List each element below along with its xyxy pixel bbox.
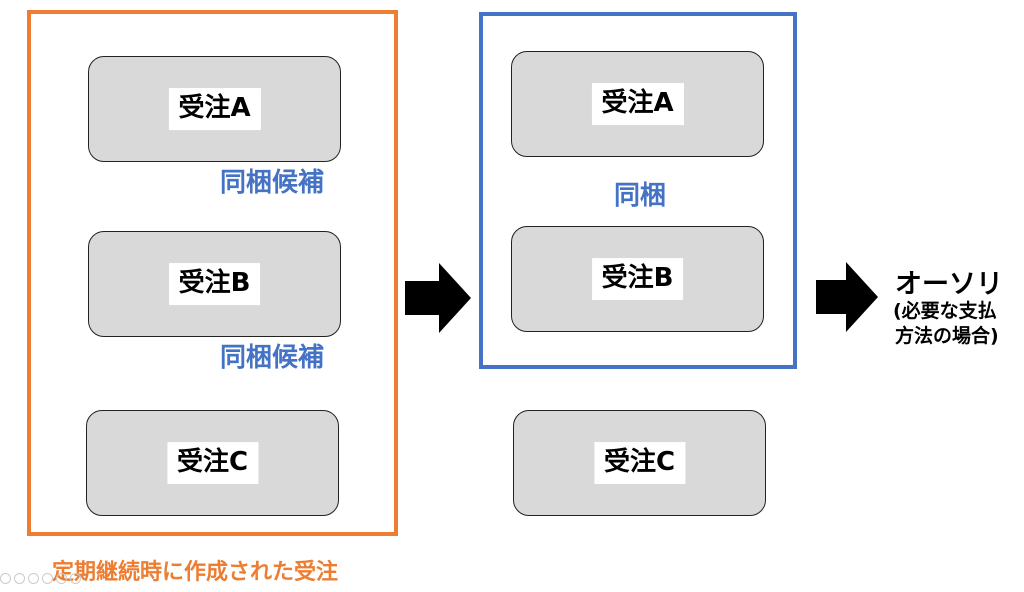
authorization-note-line1: (必要な支払	[893, 300, 997, 322]
order-a-box-mid: 受注A	[511, 51, 764, 157]
order-c-box-mid: 受注C	[513, 410, 766, 516]
order-a-label: 受注A	[168, 88, 261, 130]
order-b-box-mid: 受注B	[511, 226, 764, 332]
order-c-label: 受注C	[166, 442, 259, 484]
zoom-icon[interactable]	[42, 573, 53, 584]
order-b-box-left: 受注B	[88, 231, 341, 337]
bundle-candidate-label-2: 同梱候補	[220, 343, 325, 373]
bundled-group	[479, 12, 797, 369]
more-icon[interactable]	[70, 573, 81, 584]
right-arrow-icon	[816, 262, 878, 332]
renewal-orders-group	[27, 10, 398, 536]
right-arrow-icon	[405, 263, 471, 333]
order-a-box-left: 受注A	[88, 56, 341, 162]
order-b-label: 受注B	[591, 258, 684, 300]
slide-controls[interactable]	[0, 573, 81, 584]
bundled-label: 同梱	[614, 181, 667, 211]
pen-icon[interactable]	[28, 573, 39, 584]
order-a-label: 受注A	[591, 83, 684, 125]
authorization-note-line2: 方法の場合)	[895, 325, 999, 347]
authorization-title: オーソリ	[895, 269, 1003, 300]
group-caption: 定期継続時に作成された受注	[52, 560, 339, 585]
play-icon[interactable]	[14, 573, 25, 584]
grid-icon[interactable]	[56, 573, 67, 584]
bundle-candidate-label-1: 同梱候補	[220, 168, 325, 198]
prev-icon[interactable]	[0, 573, 11, 584]
order-b-label: 受注B	[168, 263, 261, 305]
order-c-box-left: 受注C	[86, 410, 339, 516]
order-c-label: 受注C	[593, 442, 686, 484]
